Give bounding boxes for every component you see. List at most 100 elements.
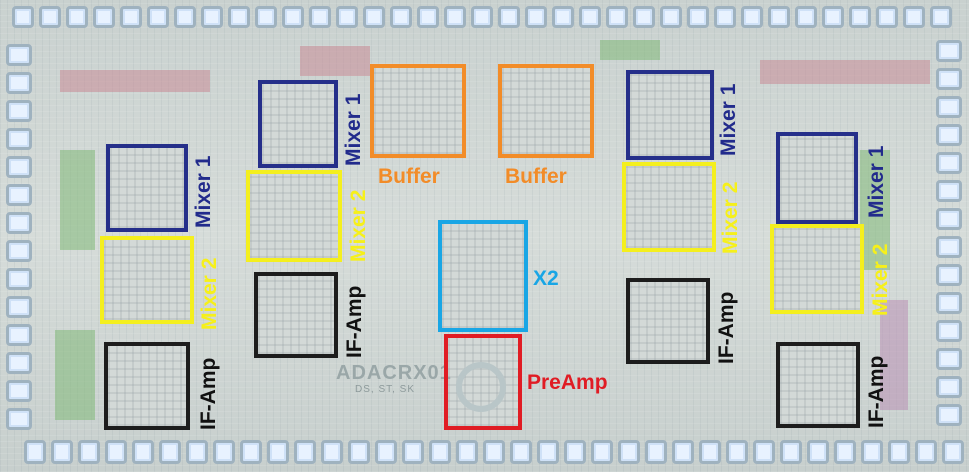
x2-cell bbox=[442, 224, 524, 328]
bond-pad bbox=[348, 440, 370, 464]
bond-pad bbox=[579, 6, 601, 28]
purple-trace bbox=[880, 300, 908, 410]
bond-pad bbox=[807, 440, 829, 464]
mixer2-left-label: Mixer 2 bbox=[198, 257, 221, 330]
ifamp-lc-box bbox=[254, 272, 338, 358]
bond-pad bbox=[6, 184, 32, 206]
bond-pad bbox=[861, 440, 883, 464]
buffer-left-box bbox=[370, 64, 466, 158]
bond-pad bbox=[39, 6, 61, 28]
mixer2-lc-box bbox=[246, 170, 342, 262]
buffer-right-box bbox=[498, 64, 594, 158]
mixer1-lc-box bbox=[258, 80, 338, 168]
bond-pad bbox=[12, 6, 34, 28]
bond-pad bbox=[618, 440, 640, 464]
mixer2-cell bbox=[104, 240, 190, 320]
bond-pad bbox=[6, 240, 32, 262]
preamp-label: PreAmp bbox=[527, 371, 608, 394]
bond-pad bbox=[159, 440, 181, 464]
bond-pad bbox=[6, 100, 32, 122]
bond-pad bbox=[6, 408, 32, 430]
x2-box bbox=[438, 220, 528, 332]
bond-pad bbox=[936, 180, 962, 202]
bond-pad bbox=[822, 6, 844, 28]
bond-pad bbox=[309, 6, 331, 28]
bond-pad bbox=[66, 6, 88, 28]
ifamp-left-label: IF-Amp bbox=[197, 357, 220, 430]
inductor-icon bbox=[456, 362, 506, 412]
bond-pad bbox=[753, 440, 775, 464]
bond-pad bbox=[525, 6, 547, 28]
bond-pad bbox=[936, 376, 962, 398]
mixer2-rc-label: Mixer 2 bbox=[719, 181, 742, 254]
bond-pad bbox=[936, 152, 962, 174]
mixer2-left-box bbox=[100, 236, 194, 324]
bond-pad bbox=[672, 440, 694, 464]
bond-pad bbox=[255, 6, 277, 28]
mixer2-right-label: Mixer 2 bbox=[869, 243, 892, 316]
red-trace bbox=[60, 70, 210, 92]
mixer1-cell bbox=[630, 74, 710, 156]
bond-pad bbox=[6, 380, 32, 402]
bond-pad bbox=[645, 440, 667, 464]
ifamp-left-box bbox=[104, 342, 190, 430]
bond-pad bbox=[321, 440, 343, 464]
bond-pad bbox=[240, 440, 262, 464]
bond-pad bbox=[564, 440, 586, 464]
ifamp-rc-label: IF-Amp bbox=[715, 291, 738, 364]
bond-pad bbox=[687, 6, 709, 28]
die-logo: ADACRX01 bbox=[336, 362, 452, 384]
bond-pad bbox=[510, 440, 532, 464]
bond-pad bbox=[174, 6, 196, 28]
bond-pad bbox=[213, 440, 235, 464]
bond-pad bbox=[936, 404, 962, 426]
bond-pad bbox=[456, 440, 478, 464]
red-trace bbox=[300, 46, 370, 76]
bond-pad bbox=[6, 268, 32, 290]
bond-pad bbox=[147, 6, 169, 28]
bond-pad bbox=[780, 440, 802, 464]
mixer1-cell bbox=[780, 136, 854, 220]
bond-pad bbox=[375, 440, 397, 464]
bond-pad bbox=[6, 156, 32, 178]
bond-pad bbox=[120, 6, 142, 28]
bond-pad bbox=[429, 440, 451, 464]
green-trace bbox=[60, 150, 95, 250]
mixer1-right-box bbox=[776, 132, 858, 224]
mixer2-cell bbox=[626, 166, 712, 248]
die-logo-subtext: DS, ST, SK bbox=[355, 384, 416, 395]
preamp-box bbox=[444, 334, 522, 430]
bond-pad bbox=[6, 324, 32, 346]
bond-pad bbox=[591, 440, 613, 464]
red-trace bbox=[760, 60, 930, 84]
bond-pad bbox=[699, 440, 721, 464]
bond-pad bbox=[51, 440, 73, 464]
mixer2-lc-label: Mixer 2 bbox=[347, 189, 370, 262]
ifamp-cell bbox=[108, 346, 186, 426]
bond-pad bbox=[768, 6, 790, 28]
bond-pad bbox=[267, 440, 289, 464]
bond-pad bbox=[537, 440, 559, 464]
bond-pad bbox=[186, 440, 208, 464]
bond-pad bbox=[6, 44, 32, 66]
buffer-cell bbox=[374, 68, 462, 154]
bond-pad bbox=[105, 440, 127, 464]
bond-pad bbox=[936, 348, 962, 370]
buffer-left-label: Buffer bbox=[378, 165, 440, 188]
bond-pad bbox=[282, 6, 304, 28]
mixer2-rc-box bbox=[622, 162, 716, 252]
bond-pad bbox=[741, 6, 763, 28]
bond-pad bbox=[936, 40, 962, 62]
mixer1-lc-label: Mixer 1 bbox=[342, 93, 365, 166]
bond-pad bbox=[660, 6, 682, 28]
bond-pad bbox=[936, 208, 962, 230]
bond-pad bbox=[936, 320, 962, 342]
bond-pad bbox=[936, 264, 962, 286]
ifamp-right-box bbox=[776, 342, 860, 428]
bond-pad bbox=[6, 72, 32, 94]
bond-pad bbox=[93, 6, 115, 28]
bond-pad bbox=[936, 236, 962, 258]
bond-pad bbox=[132, 440, 154, 464]
bond-pad bbox=[834, 440, 856, 464]
